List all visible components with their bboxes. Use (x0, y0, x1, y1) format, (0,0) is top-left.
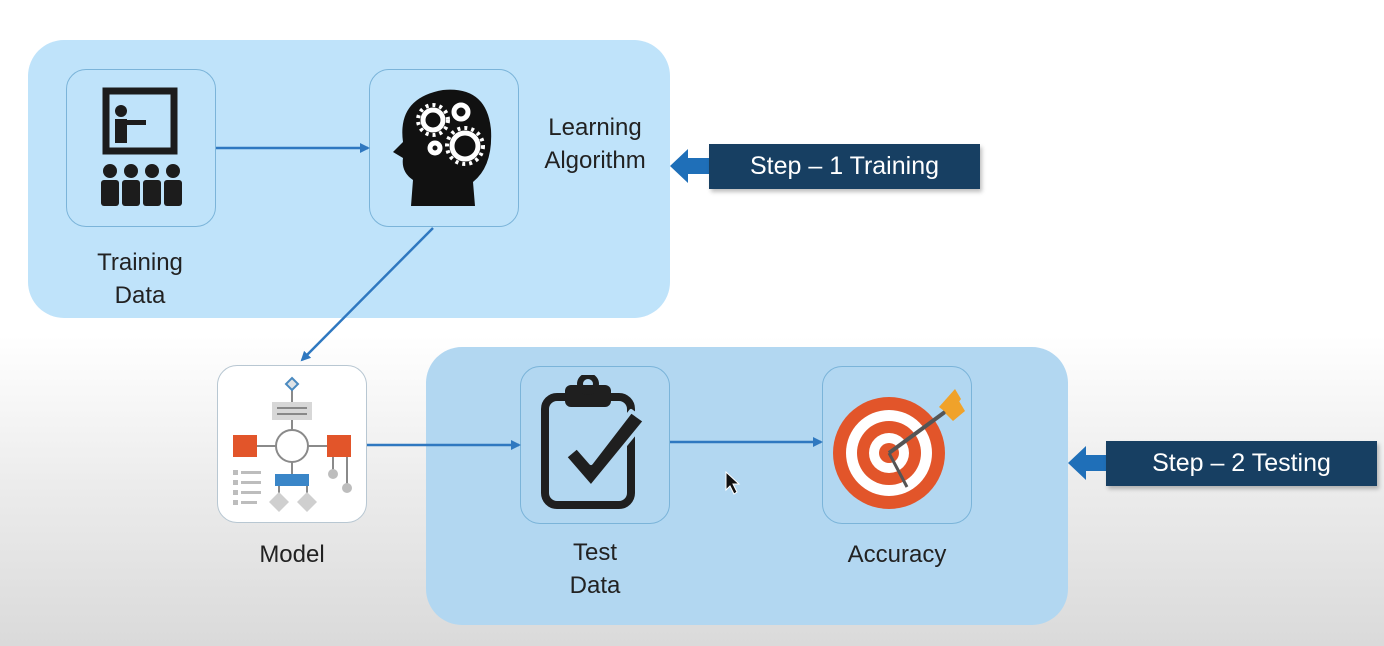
target-icon (833, 389, 965, 509)
model-label: Model (259, 541, 325, 568)
arrow-algorithm-to-model (300, 227, 434, 362)
presentation-icon (101, 87, 182, 206)
learning-algorithm-node (369, 69, 519, 227)
mouse-cursor-icon (725, 470, 741, 495)
accuracy-node (822, 366, 972, 524)
model-node (217, 365, 367, 523)
training-data-node (66, 69, 216, 227)
accuracy-label: Accuracy (847, 541, 947, 568)
step2-testing-box: Step – 2 Testing (1106, 441, 1377, 486)
flowchart-icon (233, 376, 352, 512)
training-data-label: Training Data (97, 249, 183, 309)
brain-gears-icon (393, 89, 492, 206)
test-data-node (520, 366, 670, 524)
learning-algorithm-label: Learning Algorithm (544, 114, 646, 174)
step2-pointer-arrow (1068, 446, 1110, 480)
step1-pointer-arrow (670, 149, 712, 183)
test-data-label: Test Data (569, 539, 621, 599)
clipboard-check-icon (541, 375, 647, 509)
step1-training-box: Step – 1 Training (709, 144, 980, 189)
